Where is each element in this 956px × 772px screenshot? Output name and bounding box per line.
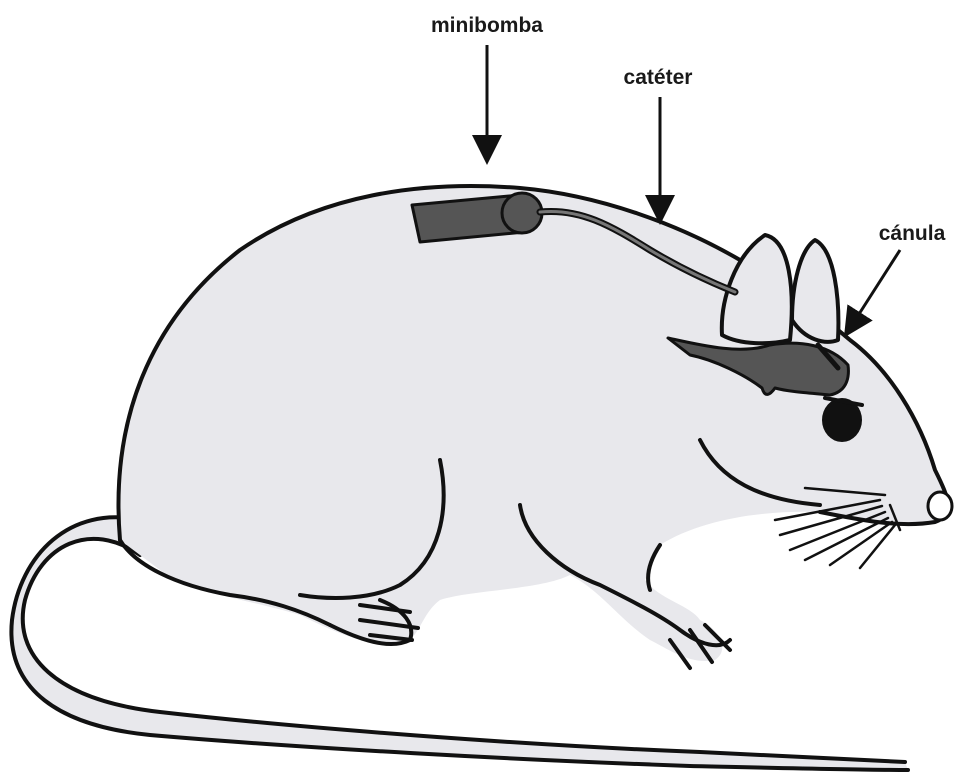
cannula-label: cánula	[879, 222, 946, 245]
pump-label: minibomba	[431, 14, 543, 37]
cannula-arrow	[852, 250, 900, 325]
rat-nose	[928, 492, 952, 520]
rat-ear-front	[792, 240, 838, 342]
catheter-label: catéter	[624, 66, 693, 89]
rat-figure	[11, 186, 952, 770]
minipump-cap	[502, 193, 542, 233]
